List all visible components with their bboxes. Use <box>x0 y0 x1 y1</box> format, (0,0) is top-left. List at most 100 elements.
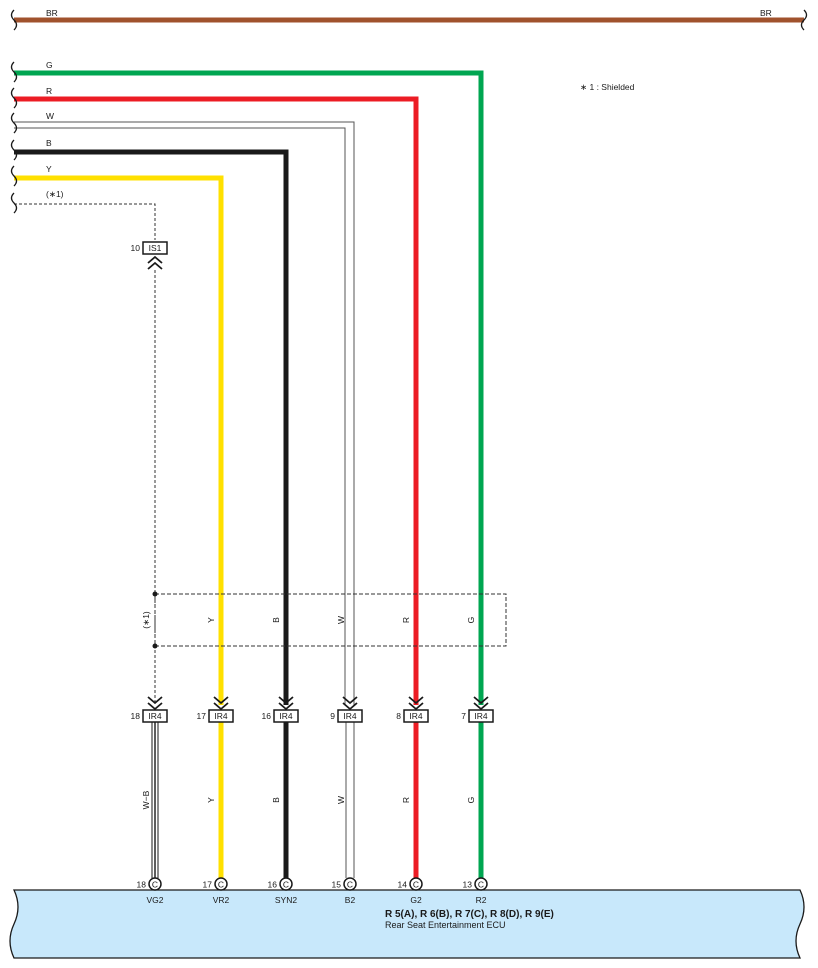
ir4-box-9 <box>337 709 363 723</box>
ecu-body <box>9 889 805 959</box>
pin-terminal-18 <box>148 877 162 891</box>
ir4-box-8 <box>403 709 429 723</box>
lower-label-r: R <box>401 797 411 803</box>
break-mark-b <box>10 139 18 161</box>
ir4-pin-16: 16 <box>262 711 272 721</box>
g-wire-label: G <box>46 60 53 70</box>
break-mark-shield <box>10 192 18 214</box>
pin-number-13: 13 <box>463 880 473 890</box>
shield-box-side-label: (∗1) <box>141 611 151 629</box>
ir4-box-17 <box>208 709 234 723</box>
pin-name-13: R2 <box>476 895 487 905</box>
ir4-chevrons <box>147 696 489 711</box>
lower-label-w: W <box>336 796 346 804</box>
pin-number-15: 15 <box>332 880 342 890</box>
chevron-icon-7 <box>473 696 489 711</box>
break-mark-y <box>10 165 18 187</box>
chevron-icon-18 <box>147 696 163 711</box>
shield-wire-top <box>14 203 156 240</box>
shield-box-outline <box>154 593 507 647</box>
lower-label-wb: W−B <box>141 790 151 809</box>
w-wire-inner <box>14 127 346 705</box>
shield-dot-bottom <box>152 643 158 649</box>
ecu-pin-18: C 18 VG2 <box>137 877 164 905</box>
ir4-pin-17: 17 <box>197 711 207 721</box>
break-mark-right <box>800 9 808 31</box>
br-right-label: BR <box>760 8 772 18</box>
shielded-note: ∗ 1 : Shielded <box>580 82 635 92</box>
ir4-name-9: IR4 <box>343 711 357 721</box>
pin-code-14: C <box>413 880 419 890</box>
pin-code-15: C <box>347 880 353 890</box>
wire-r: R <box>14 86 419 705</box>
shield-label-b: B <box>271 617 281 623</box>
chevron-icon-17 <box>213 696 229 711</box>
pin-name-15: B2 <box>345 895 356 905</box>
wire-b: B <box>14 138 289 705</box>
break-mark-g <box>10 61 18 83</box>
chevron-icon-9 <box>342 696 358 711</box>
pin-terminal-14 <box>409 877 423 891</box>
pin-code-18: C <box>152 880 158 890</box>
pin-terminal-16 <box>279 877 293 891</box>
shield-dot-top <box>152 591 158 597</box>
ecu-pin-17: C 17 VR2 <box>203 877 230 905</box>
pin-terminal-15 <box>343 877 357 891</box>
wire-y: Y <box>14 164 224 705</box>
ir4-box-18 <box>142 709 168 723</box>
break-mark-r <box>10 87 18 109</box>
ecu-block: R 5(A), R 6(B), R 7(C), R 8(D), R 9(E) R… <box>9 889 805 959</box>
pin-name-14: G2 <box>410 895 422 905</box>
is1-pin: 10 <box>131 243 141 253</box>
break-marks-left <box>10 61 18 214</box>
g-wire-line <box>14 70 484 705</box>
ir4-connector-16: IR4 16 <box>262 709 299 723</box>
ecu-pin-15: C 15 B2 <box>332 877 357 905</box>
br-left-label: BR <box>46 8 58 18</box>
ir4-pin-8: 8 <box>396 711 401 721</box>
w-wire-outer <box>14 121 355 705</box>
y-wire-line <box>14 175 224 705</box>
chevron-icon-8 <box>408 696 424 711</box>
ir4-connectors: IR4 18 IR4 17 IR4 16 IR4 9 IR4 8 IR4 7 <box>131 709 494 723</box>
pin-terminal-17 <box>214 877 228 891</box>
break-mark-w <box>10 112 18 134</box>
shield-label-r: R <box>401 617 411 623</box>
b-wire-label: B <box>46 138 52 148</box>
ecu-pin-13: C 13 R2 <box>463 877 488 905</box>
ir4-pin-9: 9 <box>330 711 335 721</box>
b-wire-line <box>14 149 289 705</box>
pin-name-18: VG2 <box>146 895 163 905</box>
pin-name-17: VR2 <box>213 895 230 905</box>
ecu-connectors-label: R 5(A), R 6(B), R 7(C), R 8(D), R 9(E) <box>385 909 554 920</box>
wire-br-top: BR BR <box>10 8 808 31</box>
lower-wires <box>151 722 484 878</box>
ir4-name-17: IR4 <box>214 711 228 721</box>
ir4-connector-7: IR4 7 <box>461 709 494 723</box>
wire-w: W <box>14 111 355 705</box>
ir4-name-8: IR4 <box>409 711 423 721</box>
is1-chevron-icon <box>147 255 163 270</box>
ir4-name-7: IR4 <box>474 711 488 721</box>
is1-box <box>142 241 168 255</box>
ir4-name-18: IR4 <box>148 711 162 721</box>
shield-label-g: G <box>466 617 476 624</box>
ir4-name-16: IR4 <box>279 711 293 721</box>
ir4-connector-17: IR4 17 <box>197 709 234 723</box>
ir4-pin-7: 7 <box>461 711 466 721</box>
ecu-pin-14: C 14 G2 <box>398 877 423 905</box>
y-wire-label: Y <box>46 164 52 174</box>
ecu-pin-16: C 16 SYN2 <box>268 877 297 905</box>
lower-label-y: Y <box>206 797 216 803</box>
ir4-box-7 <box>468 709 494 723</box>
pin-terminal-13 <box>474 877 488 891</box>
lower-wire-labels: W−B Y B W R G <box>141 790 476 809</box>
pin-code-16: C <box>283 880 289 890</box>
chevron-icon-16 <box>278 696 294 711</box>
ir4-connector-9: IR4 9 <box>330 709 363 723</box>
wire-shield: (∗1) <box>14 189 156 240</box>
pin-number-17: 17 <box>203 880 213 890</box>
shield-label-w: W <box>336 616 346 624</box>
pin-number-18: 18 <box>137 880 147 890</box>
